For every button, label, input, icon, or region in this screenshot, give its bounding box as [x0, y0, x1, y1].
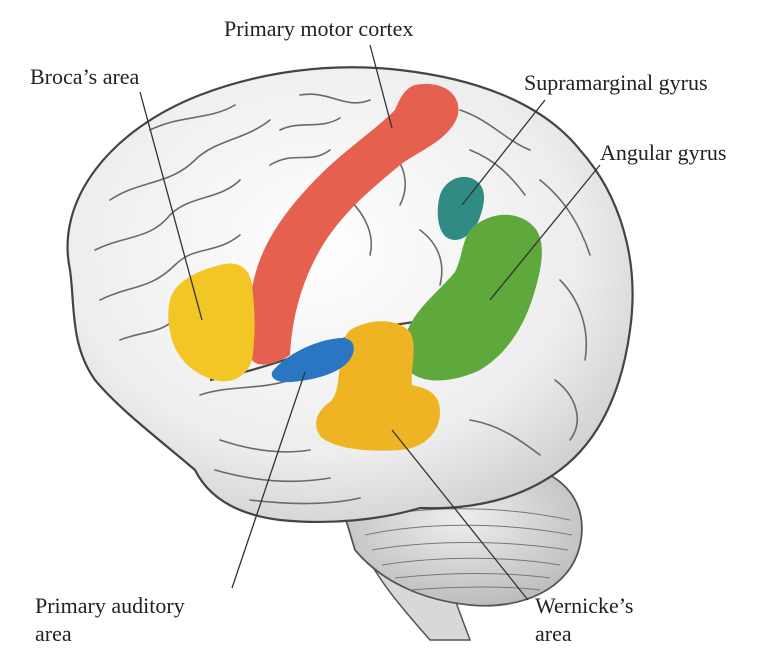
label-supramarginal-gyrus: Supramarginal gyrus [524, 70, 708, 95]
label-primary-auditory-line1: Primary auditory [35, 593, 185, 618]
label-primary-auditory-line2: area [35, 621, 72, 646]
label-primary-motor-cortex: Primary motor cortex [224, 16, 413, 41]
label-brocas-area: Broca’s area [30, 64, 140, 89]
label-wernickes-line1: Wernicke’s [535, 593, 633, 618]
label-angular-gyrus: Angular gyrus [600, 140, 726, 165]
label-wernickes-line2: area [535, 621, 572, 646]
